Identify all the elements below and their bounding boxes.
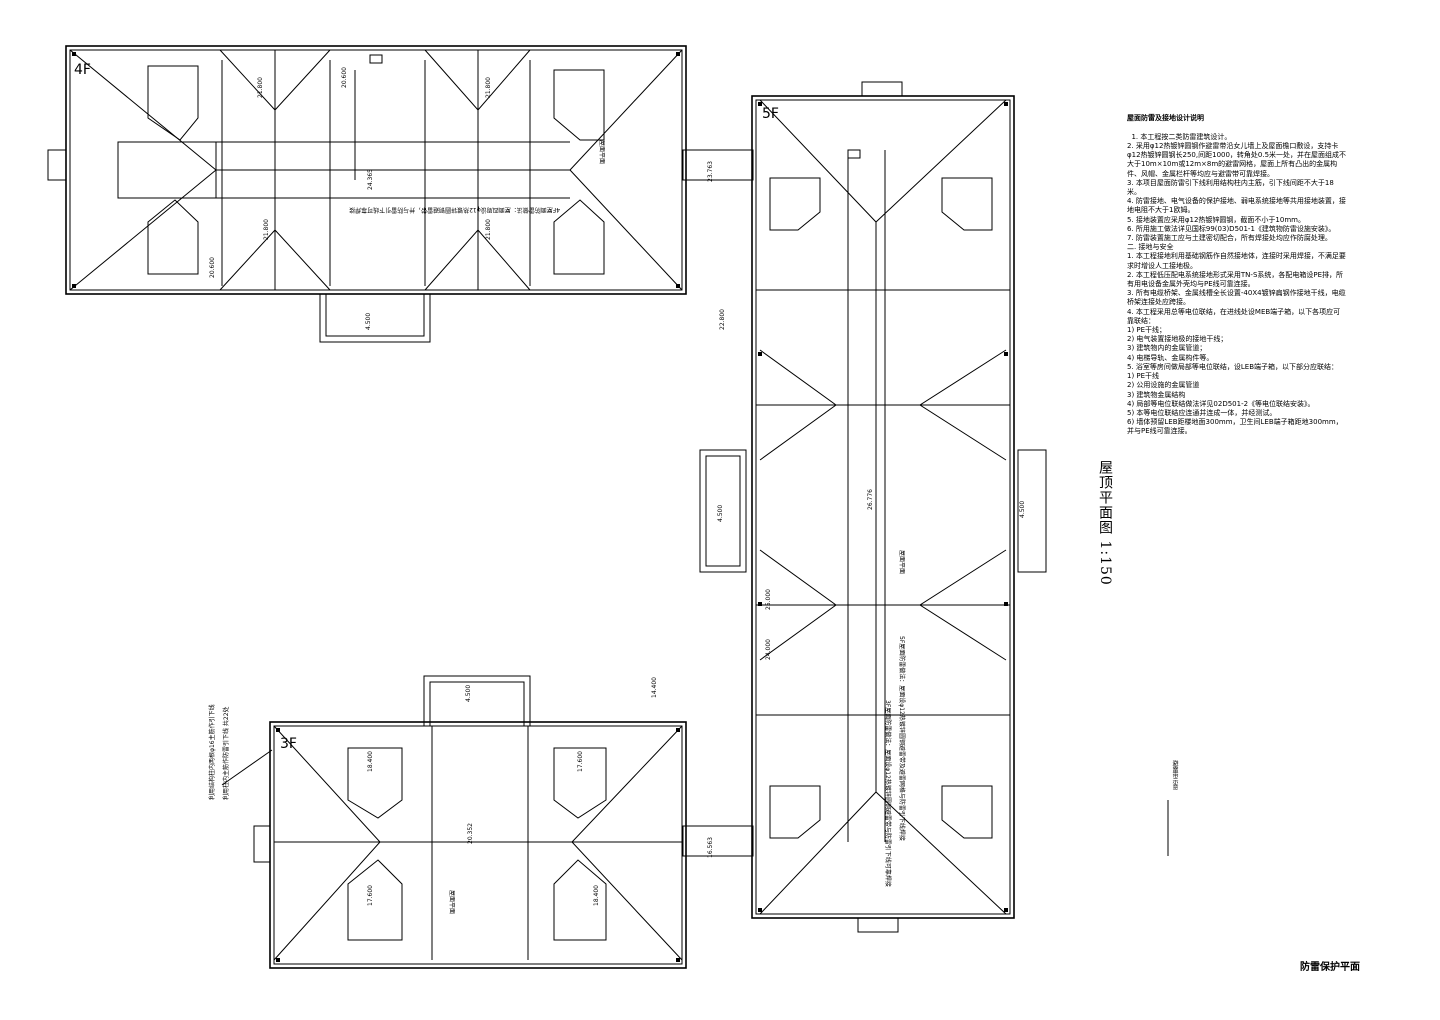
design-notes-title: 屋面防雷及接地设计说明 — [1127, 114, 1204, 123]
elevation-label: 21.800 — [485, 219, 492, 240]
roof-note-4f: 4F屋面防雷做法：屋面四周设φ12热镀锌圆钢避雷带，并与防雷引下线可靠焊接 — [349, 206, 560, 214]
elevation-label: 22.800 — [719, 309, 726, 330]
elevation-label: 25.000 — [765, 589, 772, 610]
elevation-label: 21.800 — [257, 77, 264, 98]
plan-title: 屋顶平面图 1:150 — [1097, 460, 1113, 586]
roof-plane-label-3f: 屋面平面 — [448, 890, 455, 914]
elevation-label: 24.000 — [765, 639, 772, 660]
elevation-label: 20.600 — [209, 257, 216, 278]
elevation-label: 16.563 — [707, 837, 714, 858]
legend-label: 避雷带示意 — [1171, 760, 1178, 790]
downlead-markers — [72, 52, 1008, 962]
downlead-note: 利用柱内主筋作防雷引下线 共22处 — [222, 706, 230, 800]
elevation-label: 18.400 — [593, 885, 600, 906]
dimension-label: 4.500 — [465, 685, 472, 702]
floor-label-4f: 4F — [74, 62, 91, 78]
elevation-label: 24.365 — [367, 169, 374, 190]
floor-label-5f: 5F — [762, 106, 779, 122]
block-4f — [47, 45, 754, 343]
dimension-label: 4.500 — [365, 313, 372, 330]
elevation-label: 14.400 — [651, 677, 658, 698]
roof-note-5f: 5F屋面防雷做法：屋面设φ12热镀锌圆钢避雷带及避雷网格与防雷引下线焊接 — [898, 636, 906, 841]
elevation-label: 20.600 — [341, 67, 348, 88]
elevation-label: 26.776 — [867, 489, 874, 510]
dimension-label: 4.500 — [1019, 501, 1026, 518]
elevation-label: 21.800 — [485, 77, 492, 98]
block-5f — [699, 81, 1047, 933]
elevation-label: 17.600 — [577, 751, 584, 772]
elevation-label: 17.600 — [367, 885, 374, 906]
elevation-label: 23.763 — [707, 161, 714, 182]
elevation-label: 21.800 — [263, 219, 270, 240]
design-notes-body: 1. 本工程按二类防雷建筑设计。 2. 采用φ12热镀锌圆钢作避雷带沿女儿墙上及… — [1127, 132, 1347, 436]
block-3f — [221, 675, 754, 969]
floor-label-3f: 3F — [280, 736, 297, 752]
plan-labels: 4F 5F 3F 屋面平面 屋面平面 屋面平面 21.800 21.800 20… — [74, 62, 1026, 914]
roof-plane-label-4f: 屋面平面 — [598, 140, 605, 164]
dimension-label: 4.500 — [717, 505, 724, 522]
roof-plane-label-5f: 屋面平面 — [898, 550, 905, 574]
downlead-note-2: 利用结构柱内两根φ16主筋作引下线 — [208, 704, 216, 800]
elevation-label: 18.400 — [367, 751, 374, 772]
elevation-label: 20.352 — [467, 823, 474, 844]
design-notes: 屋面防雷及接地设计说明 1. 本工程按二类防雷建筑设计。 2. 采用φ12热镀锌… — [1127, 96, 1347, 437]
sheet-title: 防雷保护平面 — [1300, 962, 1360, 973]
roof-note-3f: 3F屋面防雷做法：屋面设φ12热镀锌圆钢避雷带与防雷引下线可靠焊接 — [884, 700, 892, 887]
